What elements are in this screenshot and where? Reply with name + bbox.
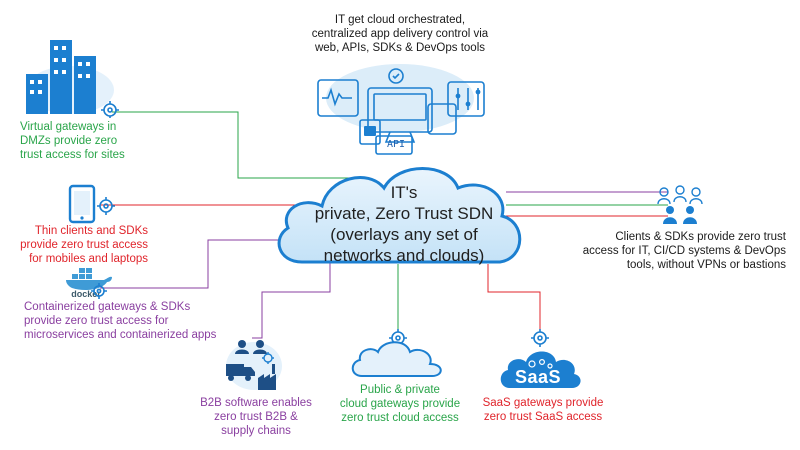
b2b-line-1: B2B software enables (200, 397, 312, 409)
orchestration-line-1: IT get cloud orchestrated, (334, 14, 466, 26)
b2b-line-2: zero trust B2B & (214, 411, 298, 423)
clients-line-3: tools, without VPNs or bastions (626, 259, 786, 271)
buildings-icon (26, 40, 119, 118)
orchestration-devices-icon (317, 64, 485, 155)
people-group-icon (657, 185, 703, 224)
public-cloud-line-3: zero trust cloud access (341, 412, 459, 424)
b2b-supply-chain-icon (226, 340, 282, 390)
saas-cloud-icon (500, 329, 581, 388)
public-cloud-line-2: cloud gateways provide (339, 398, 461, 410)
clients-line-1: Clients & SDKs provide zero trust (615, 231, 786, 243)
central-cloud-label: IT's private, Zero Trust SDN (overlays a… (292, 182, 516, 266)
saas-label: SaaS gateways provide zero trust SaaS ac… (478, 396, 608, 424)
orchestration-line-3: web, APIs, SDKs & DevOps tools (314, 42, 485, 54)
central-cloud-line-3: (overlays any set of (330, 225, 478, 244)
containers-line-3: microservices and containerized apps (24, 329, 217, 341)
central-cloud-line-4: networks and clouds) (323, 246, 485, 265)
thin-clients-label: Thin clients and SDKs provide zero trust… (4, 224, 148, 266)
public-cloud-label: Public & private cloud gateways provide … (318, 383, 482, 425)
orchestration-line-2: centralized app delivery control via (311, 28, 489, 40)
line-b2b (252, 258, 331, 339)
tablet-icon (68, 184, 115, 224)
dmz-line-1: Virtual gateways in (20, 121, 117, 133)
b2b-line-3: supply chains (221, 425, 291, 437)
thin-clients-line-3: for mobiles and laptops (29, 253, 148, 265)
central-cloud-line-2: private, Zero Trust SDN (314, 204, 494, 223)
central-cloud-shape (277, 167, 522, 264)
docker-gear-icon (91, 283, 107, 299)
clients-label: Clients & SDKs provide zero trust access… (580, 230, 786, 272)
containers-line-2: provide zero trust access for (24, 315, 169, 327)
thin-clients-line-2: provide zero trust access (20, 239, 148, 251)
thin-clients-line-1: Thin clients and SDKs (34, 225, 148, 237)
dmz-line-2: DMZs provide zero (20, 135, 118, 147)
central-cloud-line-1: IT's (390, 183, 418, 202)
orchestration-label: IT get cloud orchestrated, centralized a… (300, 13, 500, 55)
containers-label: Containerized gateways & SDKs provide ze… (24, 300, 234, 342)
cloud-gateway-icon (351, 329, 442, 377)
saas-line-2: zero trust SaaS access (483, 411, 603, 423)
public-cloud-line-1: Public & private (360, 384, 440, 396)
clients-line-2: access for IT, CI/CD systems & DevOps (582, 245, 786, 257)
dmz-line-3: trust access for sites (20, 149, 125, 161)
containers-line-1: Containerized gateways & SDKs (24, 301, 191, 313)
docker-label: docker (71, 289, 101, 299)
saas-line-1: SaaS gateways provide (482, 397, 604, 409)
b2b-label: B2B software enables zero trust B2B & su… (196, 396, 316, 438)
line-dmz (112, 111, 360, 179)
line-saas (487, 264, 541, 330)
api-label: API (386, 139, 406, 150)
saas-icon-label: SaaS (514, 367, 562, 387)
line-containers (100, 239, 298, 289)
dmz-label: Virtual gateways in DMZs provide zero tr… (20, 120, 200, 162)
